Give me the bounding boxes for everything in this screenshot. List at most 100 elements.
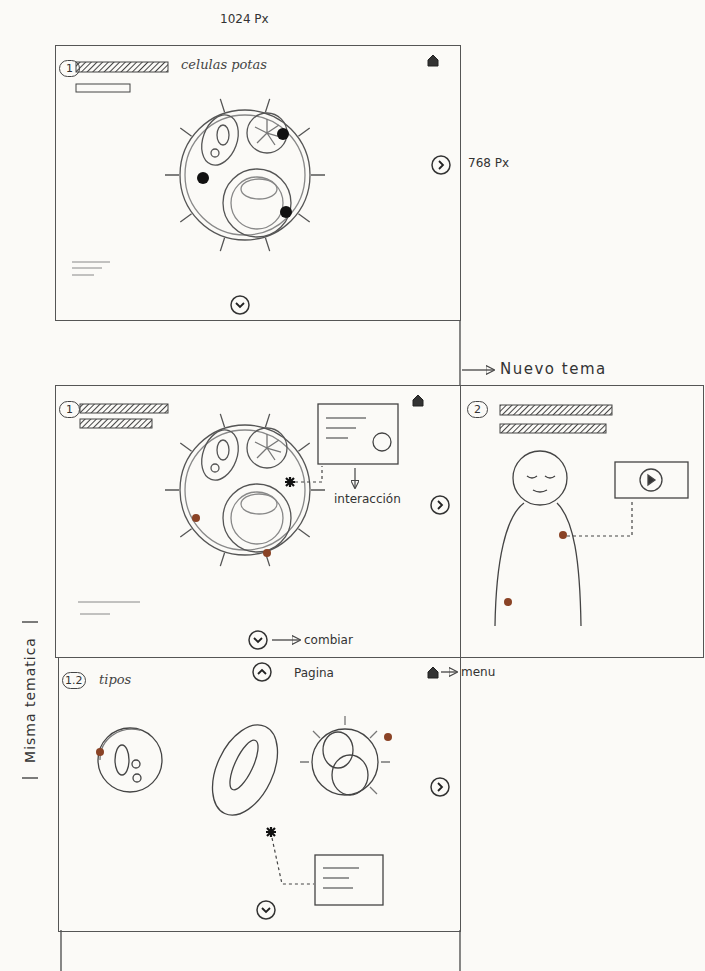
cell-type-illustration bbox=[224, 737, 263, 794]
wireframe-frame: 1.2 tipos bbox=[58, 657, 461, 932]
hotspot-dot bbox=[197, 172, 209, 184]
text-placeholder-bar bbox=[76, 62, 168, 72]
frame-line bbox=[60, 930, 61, 971]
frame-heading: tipos bbox=[99, 672, 131, 687]
hotspot-dot bbox=[192, 514, 200, 522]
frame-line bbox=[459, 930, 460, 971]
cell-type-illustration bbox=[199, 715, 290, 826]
annotation-label: combiar bbox=[304, 633, 353, 647]
popup-box bbox=[318, 404, 398, 464]
down-button bbox=[257, 901, 275, 919]
cell-illustration bbox=[165, 99, 325, 251]
person-illustration bbox=[527, 476, 555, 478]
down-button bbox=[231, 296, 249, 314]
person-illustration bbox=[495, 451, 581, 626]
hotspot-dot bbox=[559, 531, 567, 539]
frame-number: 1.2 bbox=[62, 672, 86, 689]
hotspot-dot bbox=[384, 733, 392, 741]
wireframe-frame: 1 bbox=[55, 385, 461, 658]
cell-type-illustration bbox=[312, 729, 378, 795]
cell-type-illustration bbox=[132, 760, 140, 768]
frame-number: 1 bbox=[59, 60, 80, 77]
leader-line bbox=[272, 838, 314, 884]
popup-box bbox=[318, 404, 398, 464]
hotspot-dot bbox=[96, 733, 392, 756]
cell-type-illustration bbox=[115, 745, 129, 775]
home-icon bbox=[428, 55, 438, 66]
person-illustration bbox=[557, 503, 581, 626]
cursor-star bbox=[285, 477, 295, 487]
popup-box bbox=[323, 868, 359, 888]
annotation-label: menu bbox=[461, 665, 495, 679]
next-button bbox=[431, 496, 449, 514]
bracket-bar bbox=[22, 777, 38, 778]
frame-number: 1 bbox=[59, 401, 80, 418]
cell-type-illustration bbox=[100, 729, 140, 760]
body-text-placeholder bbox=[72, 262, 140, 614]
body-text-placeholder bbox=[78, 602, 140, 614]
frame-line bbox=[61, 320, 460, 971]
person-illustration bbox=[495, 503, 524, 626]
text-placeholder-bar bbox=[500, 405, 612, 415]
cell-type-illustration bbox=[133, 774, 141, 782]
wireframe-frame: 2 bbox=[460, 385, 704, 658]
up-button bbox=[253, 663, 271, 681]
person-illustration bbox=[513, 451, 567, 505]
text-placeholder-bar bbox=[80, 404, 168, 413]
cell-type-illustration bbox=[332, 755, 368, 795]
popup-box bbox=[315, 855, 383, 905]
bracket-bar bbox=[22, 621, 38, 622]
annotation-arrow bbox=[354, 468, 355, 488]
next-button bbox=[432, 156, 450, 174]
hotspot-dot bbox=[192, 514, 271, 557]
cell-illustration bbox=[165, 414, 325, 566]
annotation-label: Pagina bbox=[294, 666, 334, 680]
wireframe-frame: 1 celulas potas bbox=[55, 45, 461, 321]
hotspot-dot bbox=[277, 128, 289, 140]
text-placeholder-bar bbox=[500, 424, 606, 433]
hotspot-dot bbox=[280, 206, 292, 218]
popup-box bbox=[315, 855, 383, 905]
bracket-bar bbox=[22, 622, 38, 778]
cell-type-illustration bbox=[323, 732, 353, 768]
frame-number: 2 bbox=[467, 401, 488, 418]
cursor-star bbox=[266, 827, 276, 837]
annotation-label: Nuevo tema bbox=[500, 360, 607, 378]
text-placeholder-bar bbox=[76, 84, 130, 92]
frame-heading: celulas potas bbox=[181, 57, 267, 72]
cell-type-illustration bbox=[98, 728, 162, 792]
cell-type-illustration bbox=[98, 715, 390, 826]
down-button bbox=[249, 631, 267, 649]
hotspot-dot bbox=[504, 531, 567, 606]
home-icon bbox=[413, 395, 423, 406]
text-placeholder-bar bbox=[76, 62, 612, 433]
annotation-arrow bbox=[441, 671, 457, 672]
hotspot-dot bbox=[504, 598, 512, 606]
annotation-arrow bbox=[462, 369, 494, 370]
person-illustration bbox=[533, 490, 547, 492]
annotation-arrow bbox=[272, 639, 300, 640]
side-note: Misma tematica bbox=[22, 637, 38, 763]
hotspot-dot bbox=[197, 128, 292, 218]
cell-type-illustration bbox=[300, 716, 390, 794]
hotspot-dot bbox=[263, 549, 271, 557]
frame-line bbox=[459, 320, 460, 386]
video-box bbox=[640, 469, 662, 491]
popup-box bbox=[326, 418, 366, 438]
next-button bbox=[431, 778, 449, 796]
popup-box bbox=[373, 433, 391, 451]
annotation-label: interacción bbox=[334, 492, 401, 506]
hotspot-dot bbox=[96, 748, 104, 756]
leader-line bbox=[567, 500, 632, 536]
leader-line bbox=[295, 466, 322, 482]
annotation-label: 768 Px bbox=[468, 156, 509, 170]
text-placeholder-bar bbox=[80, 419, 152, 428]
home-icon bbox=[428, 667, 438, 678]
video-box bbox=[615, 462, 688, 498]
video-box bbox=[648, 475, 655, 485]
annotation-label: 1024 Px bbox=[220, 12, 269, 26]
video-box bbox=[615, 462, 688, 498]
